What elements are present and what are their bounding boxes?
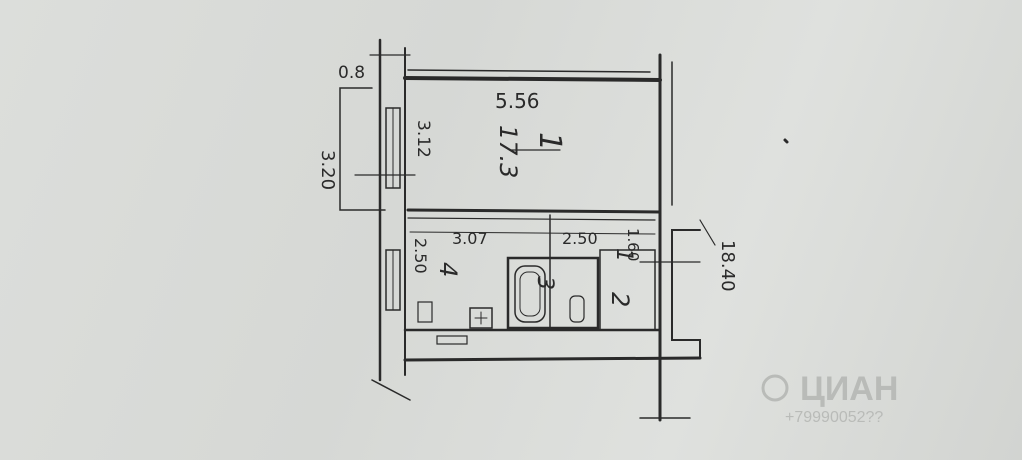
dim-room-height: 3.12 bbox=[413, 120, 433, 158]
dim-kitchen-width: 3.07 bbox=[452, 229, 488, 248]
dimension-line-middle bbox=[409, 231, 656, 235]
tick-bottom-left bbox=[371, 379, 411, 401]
wall-bottom-outer bbox=[403, 356, 702, 362]
hall-number: 1 bbox=[611, 248, 636, 262]
dim-outer-left: 3.20 bbox=[317, 150, 338, 190]
wall-entrance bbox=[659, 229, 701, 359]
toilet bbox=[569, 295, 585, 323]
dim-right-side: 18.40 bbox=[717, 240, 738, 292]
tick-right bbox=[699, 219, 716, 246]
room1-area: 17.3 bbox=[494, 125, 522, 178]
bath-number: 3 bbox=[532, 276, 557, 290]
dim-kitchen-height: 2.50 bbox=[411, 238, 430, 274]
wall-top-thin bbox=[407, 69, 651, 73]
watermark-logo-icon bbox=[761, 374, 789, 402]
dim-corridor-width: 2.50 bbox=[562, 229, 598, 248]
watermark-phone: +79990052?? bbox=[785, 409, 883, 426]
dim-hall-small: 1.60 bbox=[624, 228, 642, 261]
bathroom-walls bbox=[506, 256, 600, 330]
dim-window-left: 0.8 bbox=[338, 63, 365, 83]
room1-number: 1 bbox=[532, 132, 567, 151]
bathtub-inner bbox=[519, 271, 541, 317]
bathtub bbox=[514, 265, 546, 323]
wall-partition-thin bbox=[407, 217, 656, 221]
wall-partition bbox=[406, 208, 662, 214]
watermark-brand: ЦИАН bbox=[800, 370, 898, 408]
radiator bbox=[436, 335, 468, 345]
wall-top bbox=[403, 76, 662, 82]
stove bbox=[469, 307, 493, 329]
dimension-bracket-left bbox=[339, 87, 386, 211]
kitchen-number: 4 bbox=[434, 262, 462, 277]
sink bbox=[417, 301, 433, 323]
ink-dot bbox=[783, 138, 789, 144]
wc-number: 2 bbox=[606, 292, 634, 307]
dim-top-width: 5.56 bbox=[495, 89, 540, 113]
